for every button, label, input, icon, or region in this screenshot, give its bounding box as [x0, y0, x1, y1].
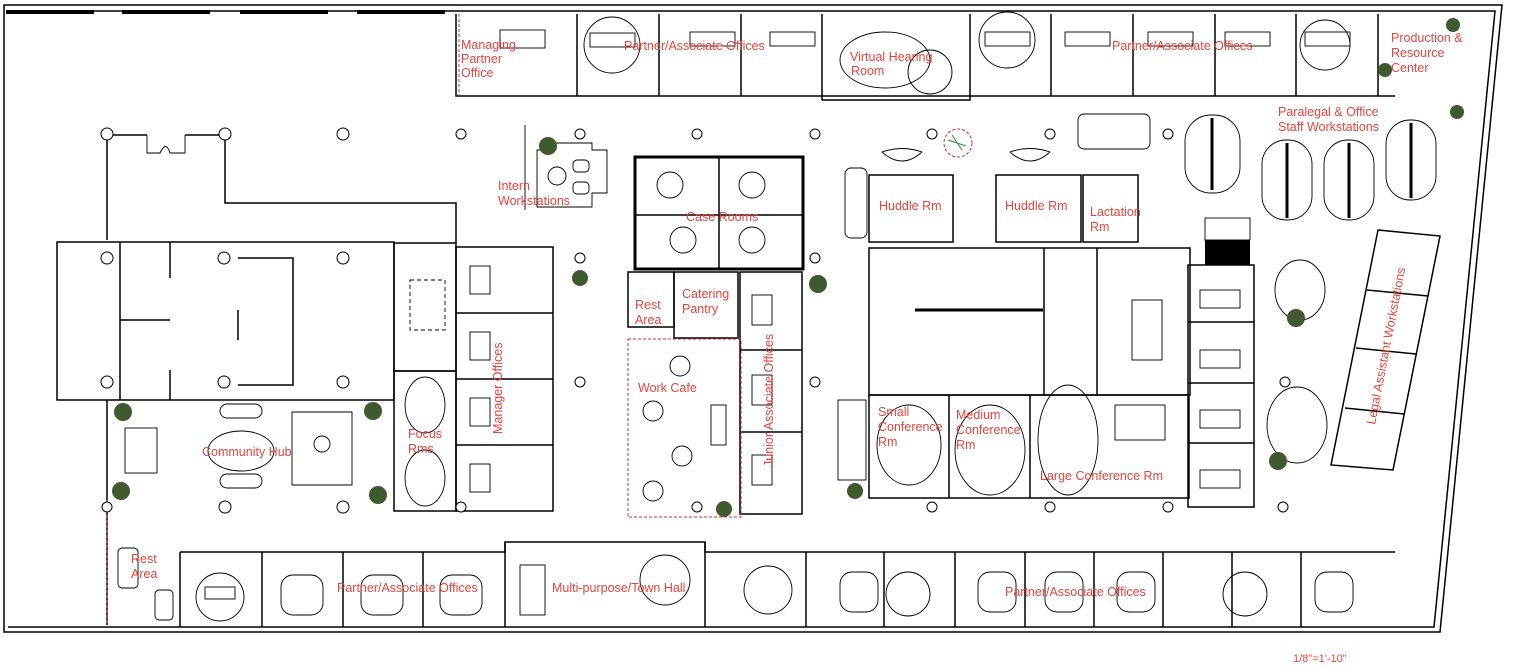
label-case-rooms: Case Rooms: [686, 210, 758, 224]
cafe-pantry-block: [627, 271, 803, 518]
label-huddle-room-1: Huddle Rm: [879, 199, 942, 213]
plant-icon: [809, 275, 827, 293]
plant-icon: [716, 501, 732, 517]
community-hub-furniture: [124, 403, 353, 489]
plant-icon: [847, 483, 863, 499]
label-junior-associate-offices: Junior Associate Offices: [762, 334, 776, 467]
label-partner-offices-bottom-right: Partner/Associate Offices: [1005, 585, 1146, 599]
plant-icon: [369, 486, 387, 504]
top-offices: [455, 11, 1395, 101]
label-partner-offices-bottom-left: Partner/Associate Offices: [337, 581, 478, 595]
plant-icon: [1446, 18, 1460, 32]
manager-offices: [393, 242, 554, 512]
label-large-conference-room: Large Conference Rm: [1040, 469, 1163, 483]
label-huddle-room-2: Huddle Rm: [1005, 199, 1068, 213]
label-partner-offices-top-left: Partner/Associate Offices: [624, 39, 765, 53]
conference-rooms: [837, 384, 1190, 499]
label-work-cafe: Work Cafe: [638, 381, 697, 395]
plant-icon: [364, 402, 382, 420]
plant-icon: [1269, 452, 1287, 470]
building-shell: [3, 4, 1503, 633]
plant-icon: [1378, 63, 1392, 77]
paralegal-pods: [1184, 114, 1437, 221]
scale-label: 1/8"=1'-10": [1293, 653, 1347, 665]
label-community-hub: Community Hub: [202, 445, 292, 459]
service-core: [844, 113, 1251, 396]
plant-icon: [572, 270, 588, 286]
plant-icon: [1450, 105, 1464, 119]
left-area: [56, 127, 457, 625]
label-partner-offices-top-right: Partner/Associate Offices: [1112, 39, 1253, 53]
right-offices: [1187, 259, 1328, 508]
plants: [112, 18, 1464, 517]
plant-icon: [114, 403, 132, 421]
case-rooms: [633, 155, 805, 271]
label-town-hall: Multi-purpose/Town Hall: [552, 581, 685, 595]
plant-icon: [539, 137, 557, 155]
plant-icon: [112, 482, 130, 500]
plant-icon: [1287, 309, 1305, 327]
label-manager-offices: Manager Offices: [491, 343, 505, 434]
legal-assistant-block: [1330, 229, 1441, 471]
bottom-offices: [117, 541, 1395, 627]
columns: [455, 128, 1291, 513]
